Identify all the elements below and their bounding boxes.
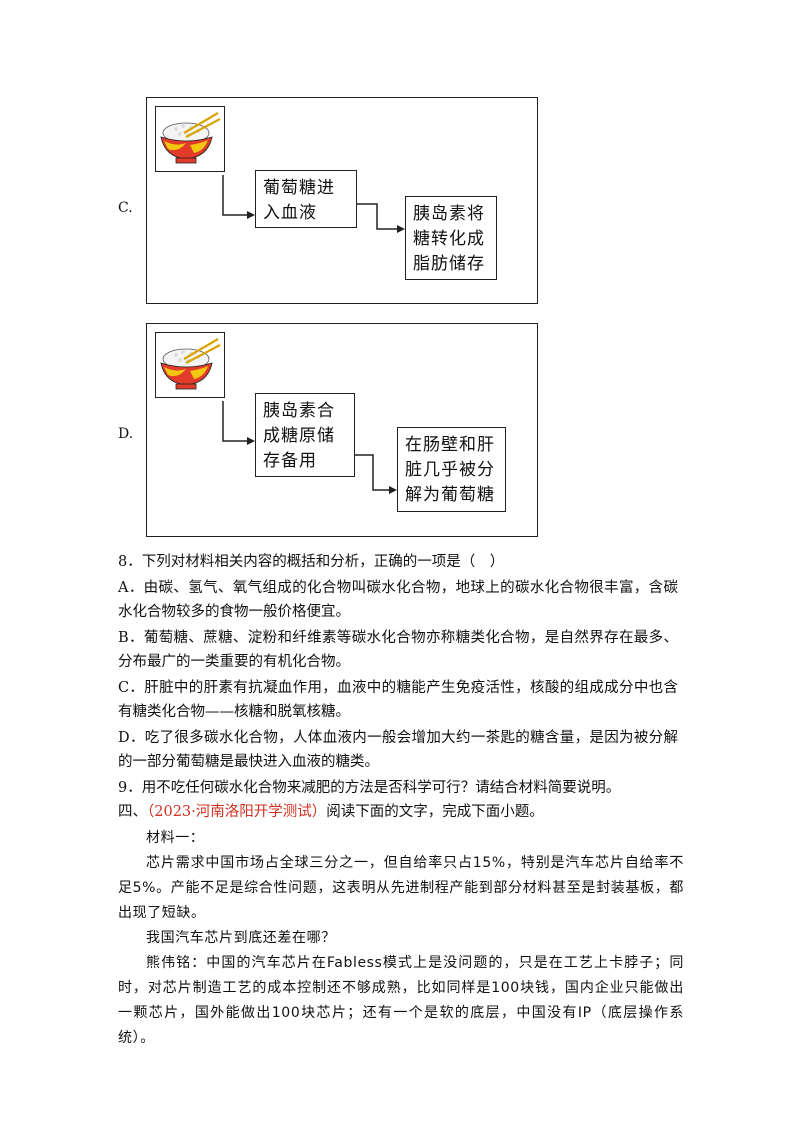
option-c-letter: C. [118, 200, 133, 216]
question-8-option-b: B．葡萄糖、蔗糖、淀粉和纤维素等碳水化合物亦称糖类化合物，是自然界存在最多、分布… [118, 630, 678, 670]
material-paragraph: 芯片需求中国市场占全球三分之一，但自给率只占15%，特别是汽车芯片自给率不足5%… [118, 855, 684, 921]
option-c-step2-line: 糖转化成 [413, 229, 485, 249]
option-d-step2-line: 解为葡萄糖 [405, 485, 495, 505]
rice-bowl-icon [155, 106, 225, 172]
option-c-flowchart: 葡萄糖进 入血液 胰岛素将 糖转化成 脂肪储存 [146, 97, 538, 304]
question-8-option-a: A．由碳、氢气、氧气组成的化合物叫碳水化合物，地球上的碳水化合物很丰富，含碳水化… [118, 580, 678, 620]
option-d-flowchart: 胰岛素合 成糖原储 存备用 在肠壁和肝 脏几乎被分 解为葡萄糖 [146, 323, 538, 537]
option-c-arrows [222, 175, 405, 233]
option-d-letter: D. [118, 426, 134, 442]
option-d-step1-line: 成糖原储 [263, 426, 335, 446]
material-paragraph: 熊伟铭：中国的汽车芯片在Fabless模式上是没问题的，只是在工艺上卡脖子；同时… [118, 955, 684, 1046]
option-c-step1-line: 葡萄糖进 [263, 178, 335, 198]
question-8-option-d: D．吃了很多碳水化合物，人体血液内一般会增加大约一茶匙的糖含量，是因为被分解的一… [118, 730, 678, 770]
rice-bowl-icon [155, 332, 225, 398]
option-d-step2-box: 在肠壁和肝 脏几乎被分 解为葡萄糖 [397, 427, 506, 512]
option-d-step2-line: 脏几乎被分 [405, 460, 495, 480]
section-4-source: （2023·河南洛阳开学测试） [147, 804, 327, 820]
question-8-option-c: C．肝脏中的肝素有抗凝血作用，血液中的糖能产生免疫活性，核酸的组成成分中也含有糖… [118, 680, 678, 720]
material-heading: 材料一： [146, 830, 205, 846]
option-d-step1-line: 存备用 [263, 451, 317, 471]
section-4-heading: 四、（2023·河南洛阳开学测试）阅读下面的文字，完成下面小题。 [118, 802, 544, 822]
question-8-stem: 8．下列对材料相关内容的概括和分析，正确的一项是（ ） [118, 554, 505, 570]
option-c-step1-line: 入血液 [263, 203, 317, 223]
section-4-instruction: 阅读下面的文字，完成下面小题。 [326, 804, 544, 820]
option-c-step2-box: 胰岛素将 糖转化成 脂肪储存 [405, 196, 497, 280]
option-c-step2-line: 胰岛素将 [413, 204, 485, 224]
option-d-step1-box: 胰岛素合 成糖原储 存备用 [255, 393, 355, 477]
option-d-arrows [222, 401, 397, 494]
option-c-step1-box: 葡萄糖进 入血液 [255, 170, 357, 228]
section-4-prefix: 四、 [118, 804, 147, 820]
material-paragraph: 我国汽车芯片到底还差在哪？ [146, 930, 336, 946]
option-d-step2-line: 在肠壁和肝 [405, 435, 495, 455]
question-9: 9．用不吃任何碳水化合物来减肥的方法是否科学可行？请结合材料简要说明。 [118, 780, 621, 796]
option-d-step1-line: 胰岛素合 [263, 401, 335, 421]
option-c-step2-line: 脂肪储存 [413, 254, 485, 274]
